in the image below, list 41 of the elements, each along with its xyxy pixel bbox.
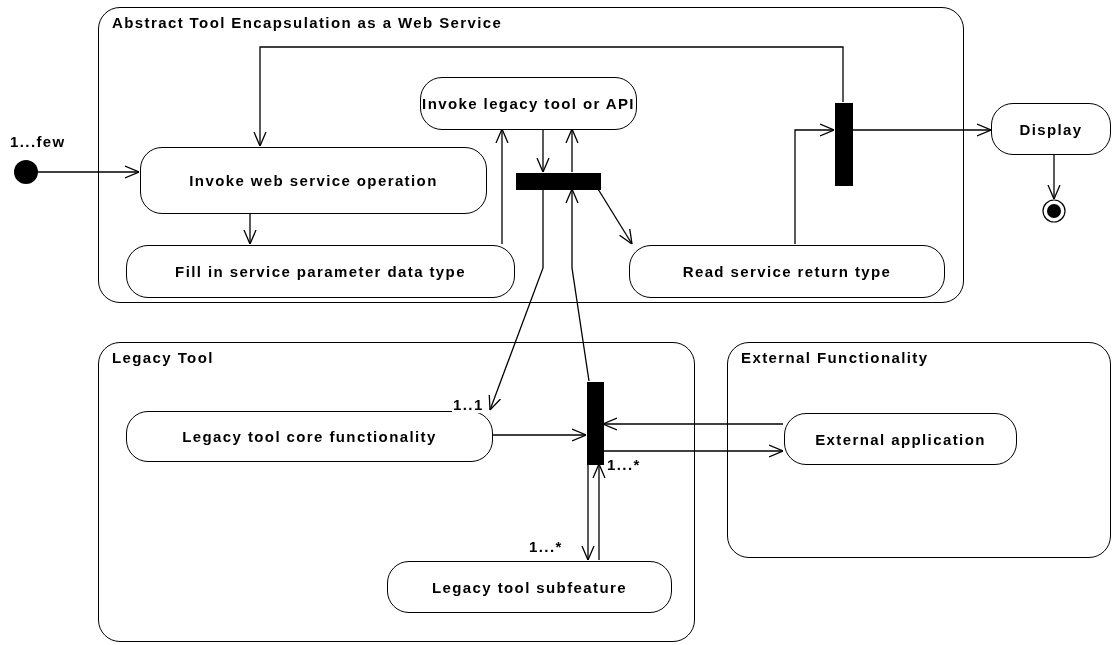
lane-title: Legacy Tool bbox=[112, 349, 214, 366]
activity-label: Invoke legacy tool or API bbox=[422, 95, 635, 112]
control-flow-arrow bbox=[565, 128, 579, 173]
sync-bar bbox=[587, 382, 604, 465]
swimlane-frame bbox=[98, 342, 695, 642]
sync-bar bbox=[835, 103, 853, 186]
activity-box bbox=[784, 413, 1017, 465]
lane-title: External Functionality bbox=[741, 349, 929, 366]
control-flow-arrow bbox=[1047, 154, 1061, 200]
control-flow-arrow bbox=[794, 123, 835, 245]
activity-label: External application bbox=[815, 430, 986, 448]
activity-label: Invoke web service operation bbox=[189, 172, 438, 189]
sync-bar bbox=[516, 173, 601, 190]
control-flow-arrow bbox=[253, 46, 844, 147]
activity-box bbox=[387, 561, 672, 613]
activity-box bbox=[126, 411, 493, 462]
activity-label: Fill in service parameter data type bbox=[175, 263, 466, 280]
control-flow-arrow bbox=[536, 128, 550, 173]
control-flow-arrow bbox=[495, 128, 509, 245]
activity-label: Legacy tool subfeature bbox=[432, 578, 627, 596]
control-flow-arrow bbox=[581, 463, 595, 561]
swimlane-frame bbox=[727, 342, 1111, 558]
control-flow-arrow bbox=[597, 188, 633, 245]
control-flow-arrow bbox=[592, 463, 606, 561]
activity-box bbox=[126, 245, 515, 298]
activity-label: Display bbox=[1019, 120, 1083, 138]
multiplicity-label: 1...few bbox=[10, 133, 66, 150]
activity-box bbox=[140, 147, 487, 214]
lane-title: Abstract Tool Encapsulation as a Web Service bbox=[112, 14, 503, 31]
end-node bbox=[1042, 199, 1066, 223]
activity-label: Legacy tool core functionality bbox=[182, 428, 437, 445]
control-flow-arrow bbox=[488, 188, 544, 411]
control-flow-arrow bbox=[565, 188, 590, 382]
activity-box bbox=[991, 103, 1111, 155]
swimlane-frame bbox=[98, 7, 964, 303]
control-flow-arrow bbox=[491, 428, 587, 442]
control-flow-arrow bbox=[243, 212, 257, 245]
activity-box bbox=[629, 245, 945, 298]
control-flow-arrow bbox=[37, 165, 140, 179]
activity-box bbox=[420, 77, 637, 130]
activity-label: Read service return type bbox=[682, 263, 892, 280]
